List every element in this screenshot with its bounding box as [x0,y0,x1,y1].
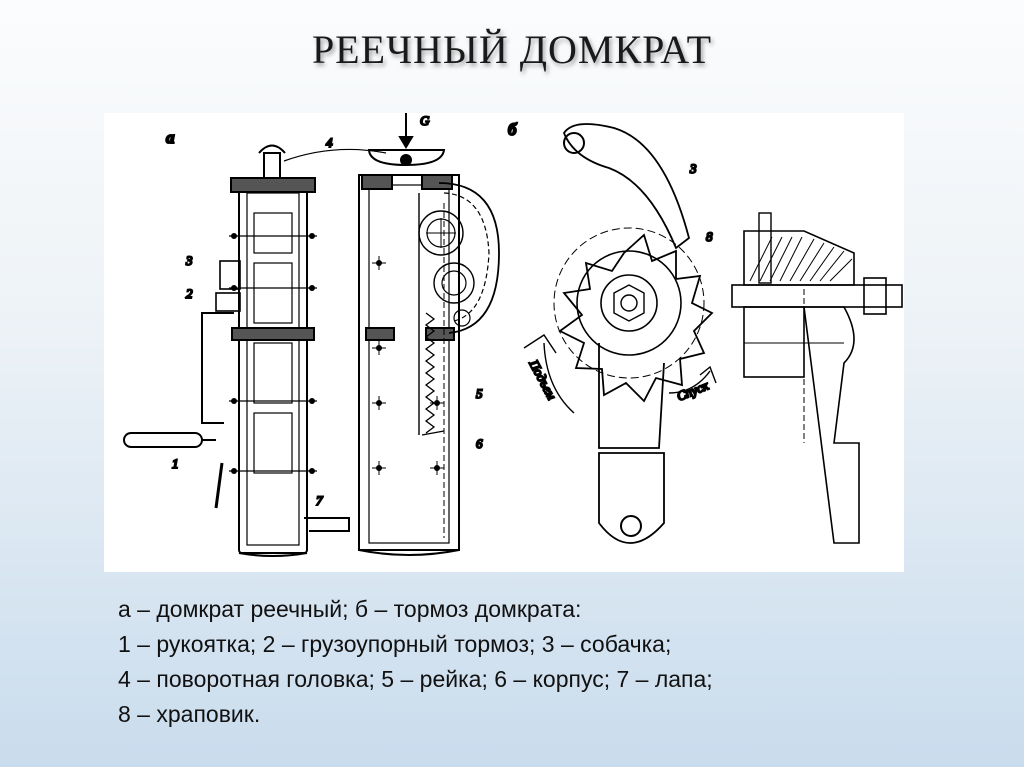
label-7: 7 [316,493,323,508]
panel-b-label: б [508,120,518,139]
label-b3: 3 [689,161,697,176]
brake-side-view [731,212,903,544]
jack-drawing-svg: а б G 1 2 3 4 5 6 7 3 8 Подъем Спуск [123,113,903,557]
label-2: 2 [186,286,193,301]
label-5: 5 [476,386,483,401]
caption-line: 8 – храповик. [118,701,261,727]
caption-line: 4 – поворотная головка; 5 – рейка; 6 – к… [118,666,713,692]
load-label: G [420,113,430,128]
label-3: 3 [185,253,193,268]
panel-a-label: а [166,128,175,147]
label-6: 6 [476,436,483,451]
slide-title: РЕЕЧНЫЙ ДОМКРАТ [311,27,713,72]
label-4: 4 [326,135,333,150]
jack-side-view [123,144,350,557]
jack-front-view [283,113,500,556]
arrow-up-label: Подъем [526,356,560,402]
label-1: 1 [172,456,179,471]
figure-caption: а – домкрат реечный; б – тормоз домкрата… [118,592,918,732]
caption-line: а – домкрат реечный; б – тормоз домкрата… [118,596,582,622]
arrow-down-label: Спуск [675,377,712,404]
brake-front-view [523,123,717,544]
technical-drawing: а б G 1 2 3 4 5 6 7 3 8 Подъем Спуск [104,113,904,572]
caption-line: 1 – рукоятка; 2 – грузоупорный тормоз; 3… [118,631,672,657]
label-b8: 8 [706,229,713,244]
